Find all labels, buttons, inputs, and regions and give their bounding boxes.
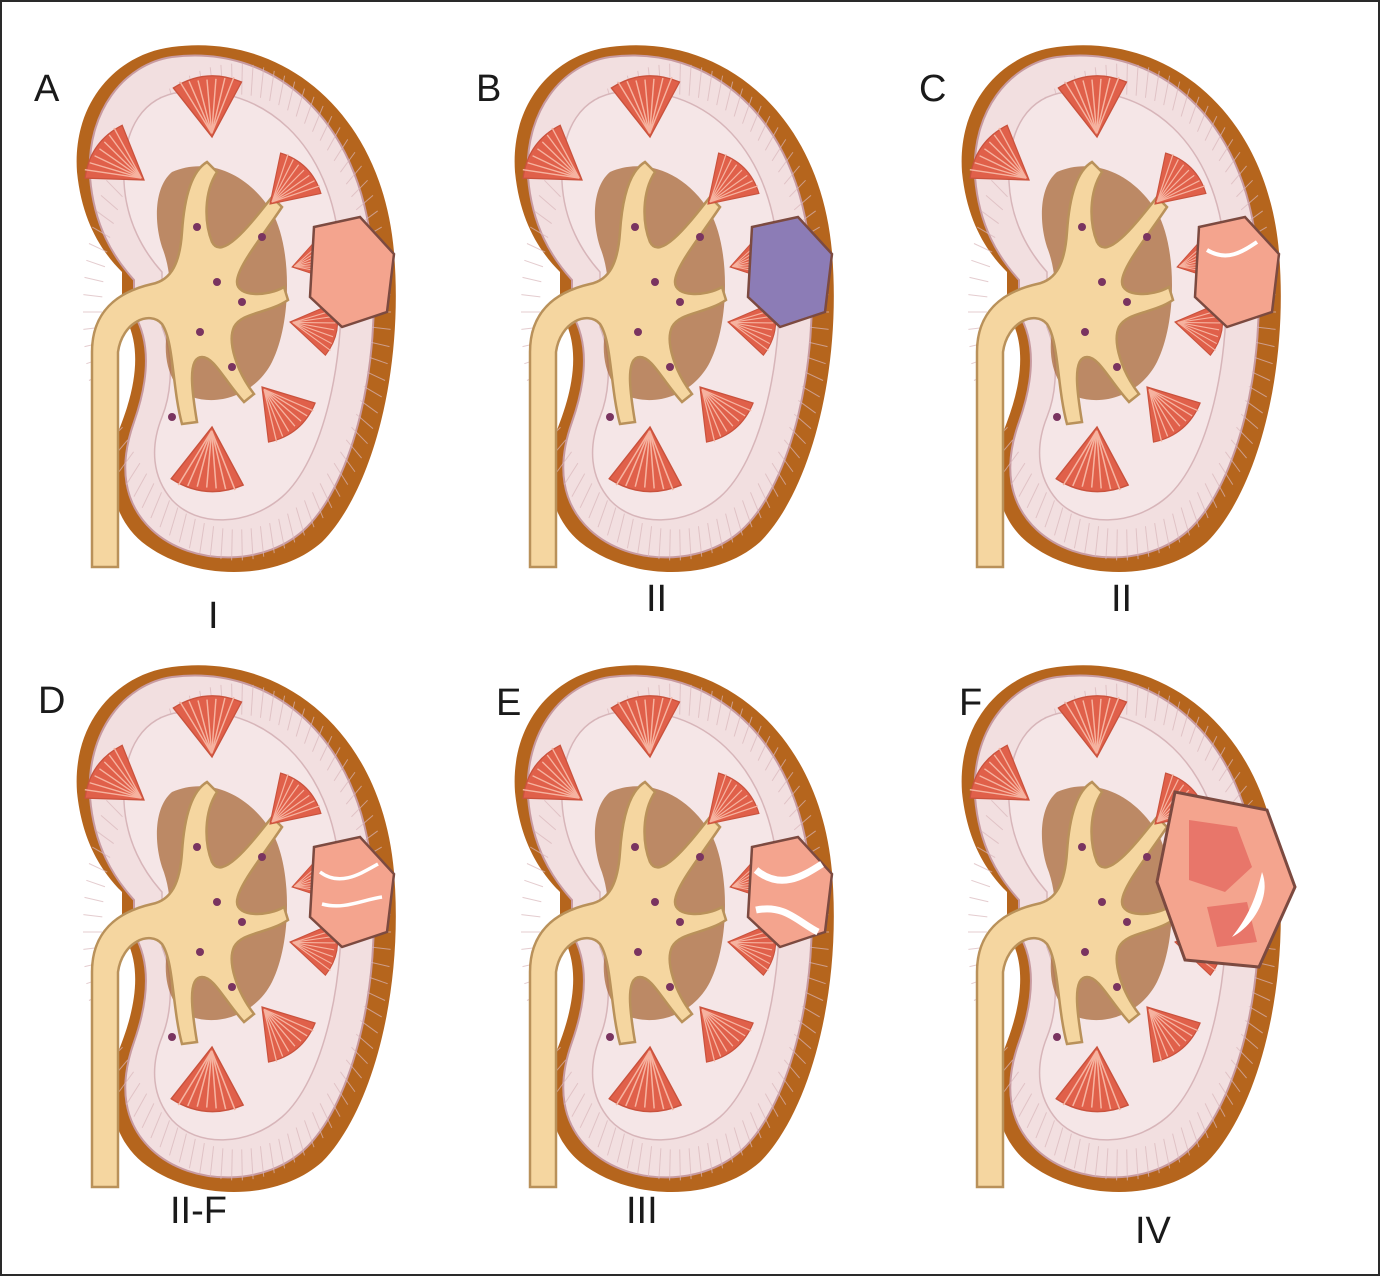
vessel-dots — [606, 223, 704, 421]
bosniak-grade-label: II — [646, 578, 668, 620]
lesion-cyst — [746, 215, 834, 329]
renal-pyramid — [1174, 302, 1224, 357]
panel-a: A I — [22, 22, 482, 662]
panel-e: E III — [460, 642, 920, 1282]
panel-letter: E — [496, 682, 522, 724]
lesion-cyst — [308, 215, 396, 329]
renal-pyramid — [608, 425, 683, 493]
renal-pelvis-ureter — [90, 160, 290, 569]
renal-pyramid — [1057, 695, 1128, 759]
renal-pyramid — [699, 1006, 754, 1063]
renal-pyramid — [289, 922, 339, 977]
renal-pyramid — [522, 744, 583, 801]
renal-pelvis-ureter — [975, 160, 1175, 569]
renal-pyramid — [1055, 425, 1130, 493]
kidney — [514, 665, 834, 1192]
renal-pyramid — [707, 772, 760, 825]
vessel-dots — [168, 223, 266, 421]
panel-letter: C — [919, 68, 947, 110]
renal-pyramid — [1146, 386, 1201, 443]
kidney — [76, 45, 396, 573]
kidney-illustration-c — [961, 45, 1281, 573]
lesion-cyst — [746, 835, 834, 949]
renal-pyramid — [1057, 75, 1128, 139]
bosniak-grade-label: II-F — [170, 1190, 227, 1232]
renal-pyramid — [727, 302, 777, 357]
renal-lesion — [746, 215, 834, 329]
panel-b: B II — [460, 22, 920, 662]
renal-pyramid — [170, 425, 245, 493]
vessel-dots — [1053, 223, 1151, 421]
renal-lesion — [746, 835, 834, 949]
pyramids — [522, 695, 777, 1113]
renal-pyramid — [261, 386, 316, 443]
lesion-cyst — [1193, 215, 1281, 329]
vessel-dots — [606, 843, 704, 1041]
renal-pyramid — [699, 386, 754, 443]
renal-pyramid — [172, 695, 243, 759]
kidney — [514, 45, 834, 573]
renal-pyramid — [170, 1045, 245, 1113]
lesion-cyst — [308, 835, 396, 949]
renal-pyramid — [289, 302, 339, 357]
renal-lesion — [308, 215, 396, 329]
kidney-illustration-b — [514, 45, 834, 573]
renal-lesion — [1155, 790, 1297, 969]
renal-pyramid — [969, 744, 1030, 801]
renal-pyramid — [608, 1045, 683, 1113]
panel-letter: B — [476, 68, 502, 110]
renal-pyramid — [269, 772, 322, 825]
bosniak-grade-label: III — [626, 1190, 658, 1232]
pyramids — [84, 75, 339, 493]
renal-pyramid — [707, 152, 760, 205]
pyramids — [969, 75, 1224, 493]
renal-pyramid — [610, 695, 681, 759]
renal-lesion — [308, 835, 396, 949]
renal-pyramid — [1146, 1006, 1201, 1063]
vessel-dots — [1053, 843, 1151, 1041]
bosniak-grade-label: IV — [1135, 1210, 1171, 1252]
bosniak-grade-label: I — [208, 595, 219, 637]
renal-pelvis-ureter — [90, 780, 290, 1189]
kidney — [961, 665, 1297, 1192]
panel-letter: D — [38, 680, 66, 722]
kidney-illustration-d — [76, 665, 396, 1192]
panel-letter: F — [959, 682, 983, 724]
renal-pelvis-ureter — [528, 160, 728, 569]
kidney — [961, 45, 1281, 573]
renal-pyramid — [1055, 1045, 1130, 1113]
renal-pyramid — [969, 124, 1030, 181]
bosniak-grade-label: II — [1111, 578, 1133, 620]
renal-lesion — [1193, 215, 1281, 329]
renal-pyramid — [269, 152, 322, 205]
renal-pyramid — [261, 1006, 316, 1063]
kidney-illustration-f — [961, 665, 1297, 1192]
vessel-dots — [168, 843, 266, 1041]
renal-pyramid — [727, 922, 777, 977]
renal-pelvis-ureter — [528, 780, 728, 1189]
renal-pyramid — [522, 124, 583, 181]
panel-f: F IV — [907, 642, 1367, 1282]
renal-pelvis-ureter — [975, 780, 1175, 1189]
renal-pyramid — [84, 124, 145, 181]
renal-pyramid — [84, 744, 145, 801]
renal-pyramid — [1154, 152, 1207, 205]
pyramids — [969, 695, 1224, 1113]
kidney — [76, 665, 396, 1192]
kidney-illustration-a — [76, 45, 396, 573]
renal-pyramid — [172, 75, 243, 139]
panel-d: D II-F — [22, 642, 482, 1282]
kidney-illustration-e — [514, 665, 834, 1192]
panel-letter: A — [34, 68, 60, 110]
renal-pyramid — [610, 75, 681, 139]
panel-c: C II — [907, 22, 1367, 662]
pyramids — [84, 695, 339, 1113]
